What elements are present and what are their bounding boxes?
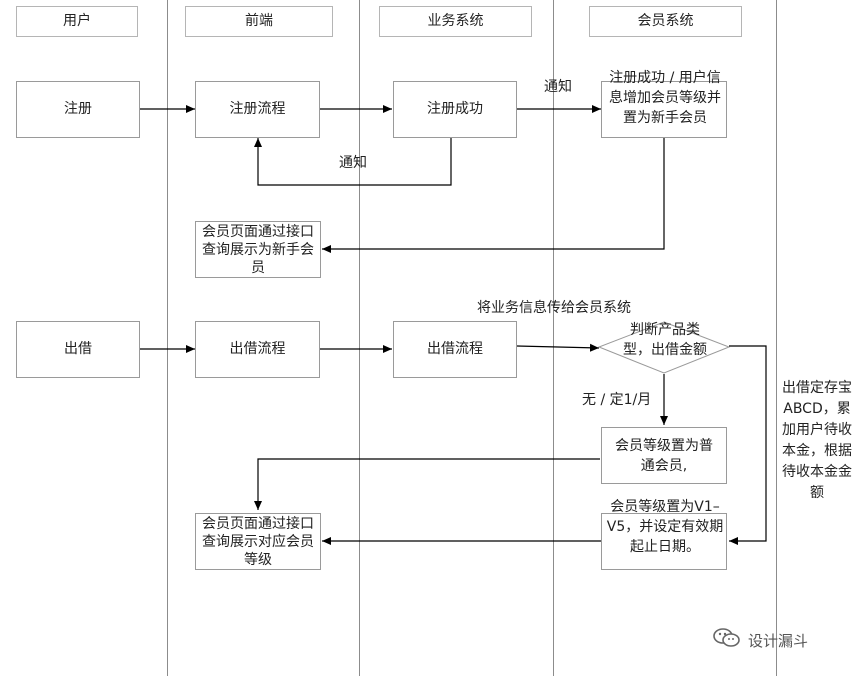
arrow-business-to-decision [516,343,600,352]
register-flow-box: 注册流程 [195,81,320,138]
member-level-v-text: 会员等级置为V1–V5，并设定有效期起止日期。 [606,499,724,555]
lane-header-frontend: 前端 [185,6,333,37]
lane-divider-user-frontend [167,0,168,676]
lane-header-business: 业务系统 [379,6,532,37]
member-register-action-box [601,81,727,138]
invest-flow-box: 出借流程 [195,321,320,378]
lane-header-member: 会员系统 [589,6,742,37]
frontend-newbie-query-box: 会员页面通过接口查询展示为新手会员 [195,221,321,278]
register-success-box: 注册成功 [393,81,517,138]
decision-diamond [597,321,731,374]
register-start-box: 注册 [16,81,140,138]
branch-none-label: 无 / 定1/月 [582,392,652,408]
normal-member-box: 会员等级置为普通会员, [601,427,727,484]
frontend-level-query-box: 会员页面通过接口查询展示对应会员等级 [195,513,321,570]
notify-member-label: 通知 [544,79,572,95]
watermark: 设计漏斗 [712,627,808,653]
arrow-member-to-frontend [322,137,665,253]
pass-info-label: 将业务信息传给会员系统 [477,300,631,316]
member-level-v-box [601,513,727,570]
wechat-icon [712,627,742,653]
arrow-notify-back [254,137,452,186]
fixed-product-note: 出借定存宝ABCD，累加用户待收本金，根据待收本金金额 [782,380,852,501]
lane-header-user: 用户 [16,6,138,37]
decision-text: 判断产品类型，出借金额 [623,322,707,358]
arrow-normal-to-frontend [254,458,600,510]
business-invest-flow-box: 出借流程 [393,321,517,378]
lane-divider-frontend-business [359,0,360,676]
watermark-text: 设计漏斗 [748,631,809,650]
arrow-decision-to-level [729,345,767,545]
invest-start-box: 出借 [16,321,140,378]
member-register-action-text: 注册成功 / 用户信息增加会员等级并置为新手会员 [609,70,721,126]
notify-back-label: 通知 [339,155,367,171]
lane-divider-member-right [776,0,777,676]
lane-divider-business-member [553,0,554,676]
